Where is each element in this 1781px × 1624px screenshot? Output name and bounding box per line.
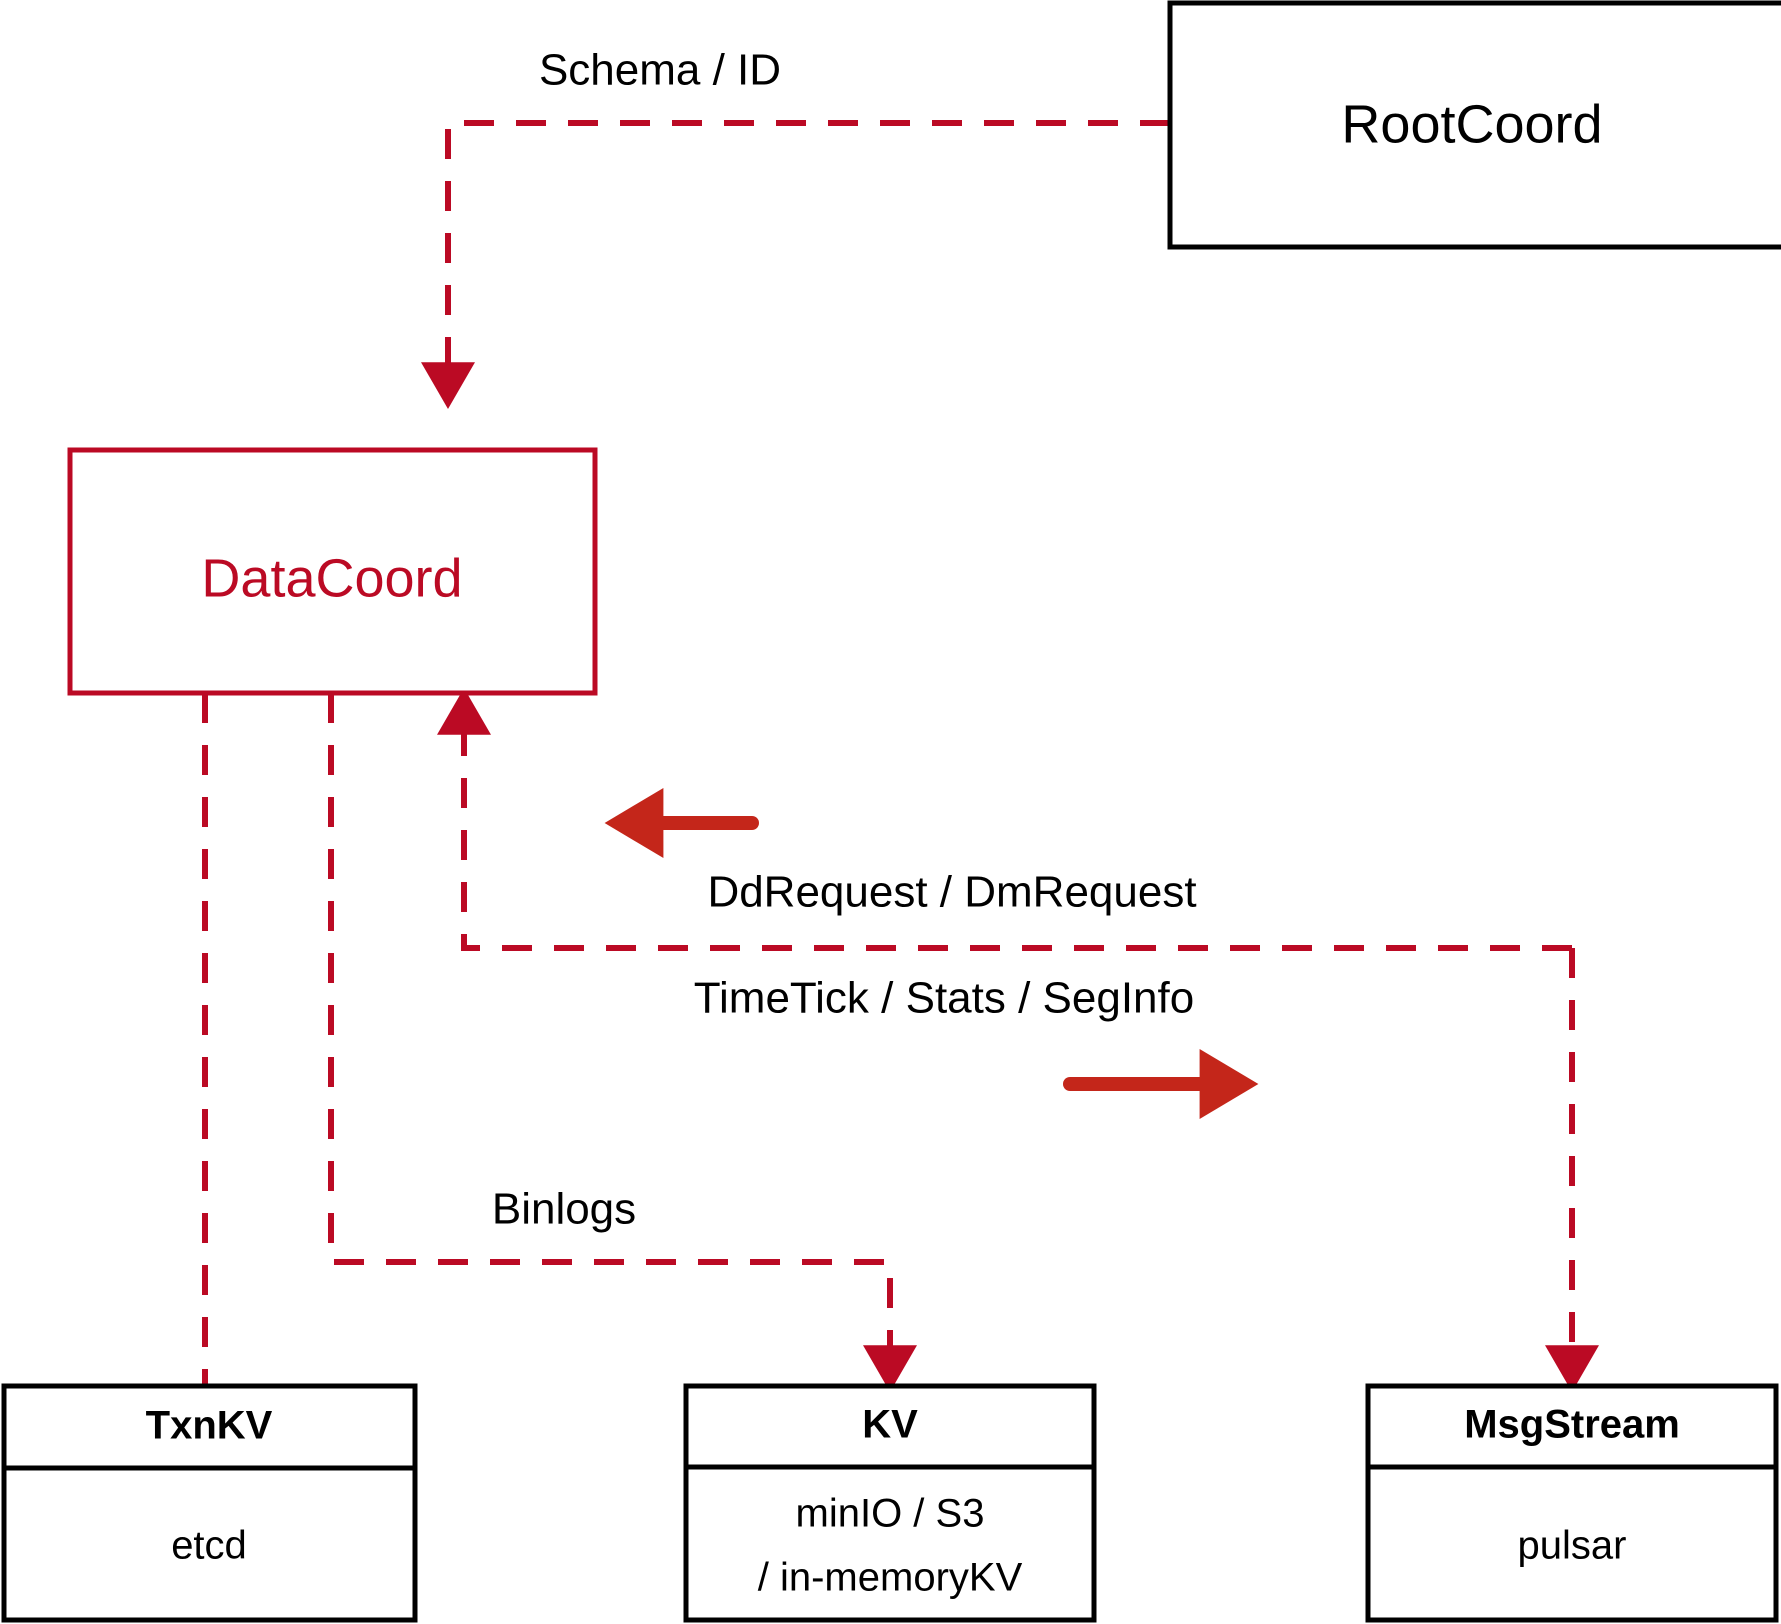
edge-label-ddrequest-dmrequest: DdRequest / DmRequest bbox=[707, 868, 1196, 917]
node-txnkv[interactable]: TxnKV etcd bbox=[1, 1383, 418, 1623]
kv-header-label: KV bbox=[862, 1403, 918, 1447]
edge-label-schema-id: Schema / ID bbox=[539, 46, 781, 95]
txnkv-body-label: etcd bbox=[171, 1524, 247, 1568]
node-kv[interactable]: KV minIO / S3 / in-memoryKV bbox=[683, 1383, 1097, 1623]
datacoord-label: DataCoord bbox=[201, 548, 462, 608]
edge-label-timetick-stats-seginfo: TimeTick / Stats / SegInfo bbox=[694, 974, 1194, 1023]
kv-body-line1-label: minIO / S3 bbox=[796, 1492, 985, 1536]
txnkv-box[interactable] bbox=[1, 1383, 418, 1623]
txnkv-header-label: TxnKV bbox=[146, 1404, 273, 1448]
datacoord-box[interactable] bbox=[67, 447, 598, 696]
edge-line-ddrequest-dmrequest bbox=[437, 688, 1572, 951]
node-datacoord[interactable]: DataCoord bbox=[67, 447, 598, 696]
rootcoord-label: RootCoord bbox=[1341, 94, 1602, 154]
edge-line-schema-id bbox=[421, 120, 1170, 409]
edge-msgstream-to-datacoord bbox=[437, 688, 1572, 951]
node-msgstream[interactable]: MsgStream pulsar bbox=[1365, 1383, 1779, 1623]
kv-box[interactable] bbox=[683, 1383, 1097, 1623]
node-rootcoord[interactable]: RootCoord bbox=[1167, 0, 1781, 250]
edge-datacoord-to-kv bbox=[328, 693, 917, 1392]
msgstream-header-label: MsgStream bbox=[1464, 1403, 1680, 1447]
edge-line-binlogs bbox=[328, 693, 917, 1392]
edge-label-binlogs: Binlogs bbox=[492, 1185, 636, 1234]
kv-body-line2-label: / in-memoryKV bbox=[758, 1556, 1023, 1600]
msgstream-body-label: pulsar bbox=[1518, 1524, 1627, 1568]
edge-rootcoord-to-datacoord bbox=[421, 120, 1170, 409]
msgstream-box[interactable] bbox=[1365, 1383, 1779, 1623]
rootcoord-box[interactable] bbox=[1167, 0, 1781, 250]
